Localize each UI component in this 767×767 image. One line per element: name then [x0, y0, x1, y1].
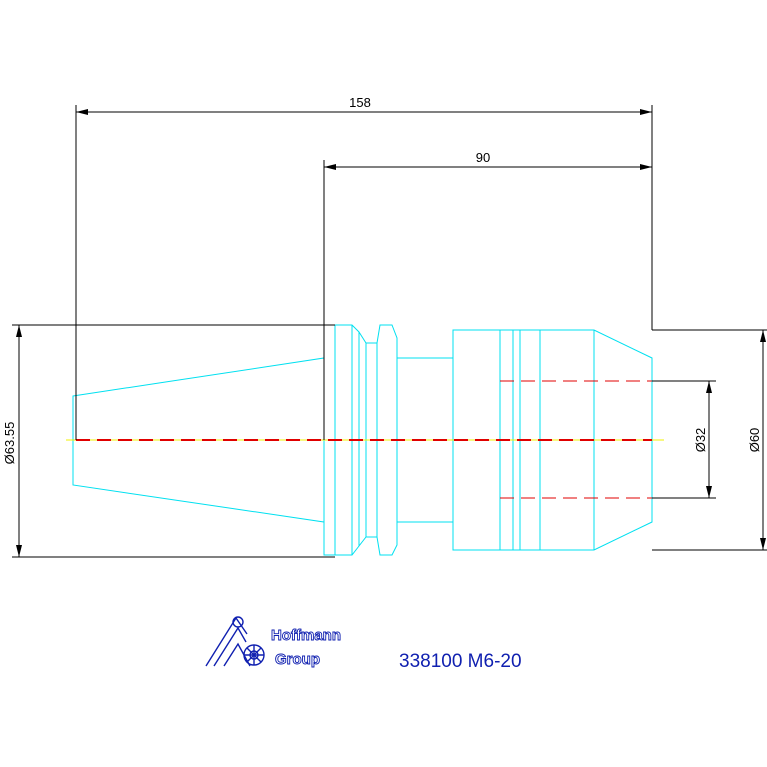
arrow-158-right	[640, 109, 652, 115]
arrow-158-left	[76, 109, 88, 115]
arrow-32-bottom	[706, 486, 712, 498]
arrow-90-left	[324, 164, 336, 170]
dim-90-label: 90	[476, 150, 490, 165]
arrow-32-top	[706, 381, 712, 393]
arrow-60-bottom	[760, 538, 766, 550]
hoffmann-group-logo: Hoffmann Group	[205, 616, 341, 668]
part-number: 338100 M6-20	[399, 651, 522, 672]
arrow-90-right	[640, 164, 652, 170]
arrow-6355-top	[16, 325, 22, 337]
dim-6355-label: Ø63.55	[2, 422, 17, 465]
logo-line1: Hoffmann	[271, 627, 341, 644]
dimension-lines	[12, 105, 767, 558]
dim-60-label: Ø60	[747, 428, 762, 453]
dim-32-label: Ø32	[693, 428, 708, 453]
dimension-arrows	[16, 109, 766, 557]
logo-emblem-icon	[205, 616, 265, 667]
hidden-lines	[66, 380, 664, 499]
dim-158-label: 158	[349, 95, 371, 110]
logo-line2: Group	[275, 651, 320, 668]
arrow-60-top	[760, 330, 766, 342]
arrow-6355-bottom	[16, 545, 22, 557]
